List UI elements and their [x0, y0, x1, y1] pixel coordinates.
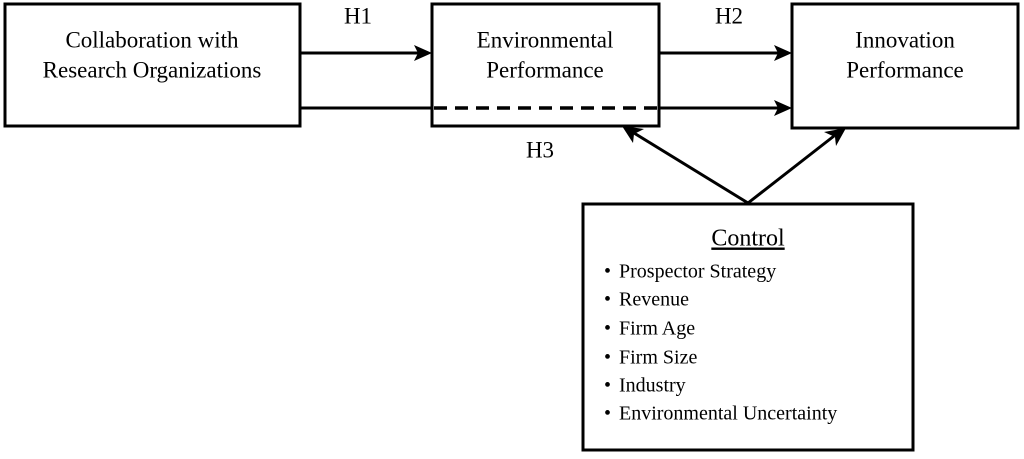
innovation-label-line2: Performance	[846, 57, 964, 82]
hypothesis-label-h3: H3	[526, 137, 554, 162]
bullet-icon: •	[604, 261, 611, 283]
list-item: • Industry	[604, 375, 686, 397]
control-item-label: Prospector Strategy	[619, 261, 776, 283]
control-item-label: Industry	[619, 375, 686, 397]
node-control[interactable]: Control • Prospector Strategy • Revenue …	[581, 202, 915, 452]
control-box[interactable]	[581, 202, 915, 452]
control-list: • Prospector Strategy • Revenue • Firm A…	[604, 261, 837, 425]
node-innovation-performance[interactable]: Innovation Performance	[790, 2, 1020, 130]
h2-arrowhead	[774, 45, 792, 61]
collaboration-label-line1: Collaboration with	[65, 27, 239, 52]
bullet-icon: •	[604, 347, 611, 369]
h1-arrowhead	[414, 45, 432, 61]
list-item: • Firm Age	[604, 318, 695, 340]
edge-h2	[659, 45, 792, 61]
list-item: • Prospector Strategy	[604, 261, 776, 283]
innovation-box[interactable]	[790, 2, 1020, 130]
edge-h1	[300, 45, 432, 61]
edge-control-to-innovation	[747, 128, 846, 205]
edge-control-to-environmental	[622, 126, 749, 205]
control-item-label: Firm Age	[619, 318, 695, 340]
h3-arrowhead	[774, 100, 792, 116]
environmental-label-line1: Environmental	[477, 27, 614, 52]
hypothesis-label-h2: H2	[715, 3, 743, 28]
environmental-label-line2: Performance	[486, 57, 604, 82]
control-innov-line	[747, 134, 835, 205]
list-item: • Environmental Uncertainty	[604, 403, 837, 425]
innovation-label-line1: Innovation	[855, 27, 955, 52]
control-item-label: Environmental Uncertainty	[619, 403, 837, 425]
node-collaboration-with-research-organizations[interactable]: Collaboration with Research Organization…	[3, 2, 302, 128]
hypothesis-label-h1: H1	[344, 3, 372, 28]
list-item: • Revenue	[604, 289, 689, 311]
control-item-label: Firm Size	[619, 347, 697, 369]
list-item: • Firm Size	[604, 347, 697, 369]
bullet-icon: •	[604, 375, 611, 397]
bullet-icon: •	[604, 318, 611, 340]
control-title: Control	[711, 226, 785, 252]
collaboration-box[interactable]	[3, 2, 302, 128]
bullet-icon: •	[604, 403, 611, 425]
environmental-box[interactable]	[430, 2, 661, 128]
control-env-line	[633, 131, 749, 205]
bullet-icon: •	[604, 289, 611, 311]
collaboration-label-line2: Research Organizations	[43, 57, 262, 82]
node-environmental-performance[interactable]: Environmental Performance	[430, 2, 661, 128]
control-innov-arrowhead	[824, 128, 846, 146]
control-env-arrowhead	[622, 126, 644, 143]
control-item-label: Revenue	[619, 289, 689, 311]
